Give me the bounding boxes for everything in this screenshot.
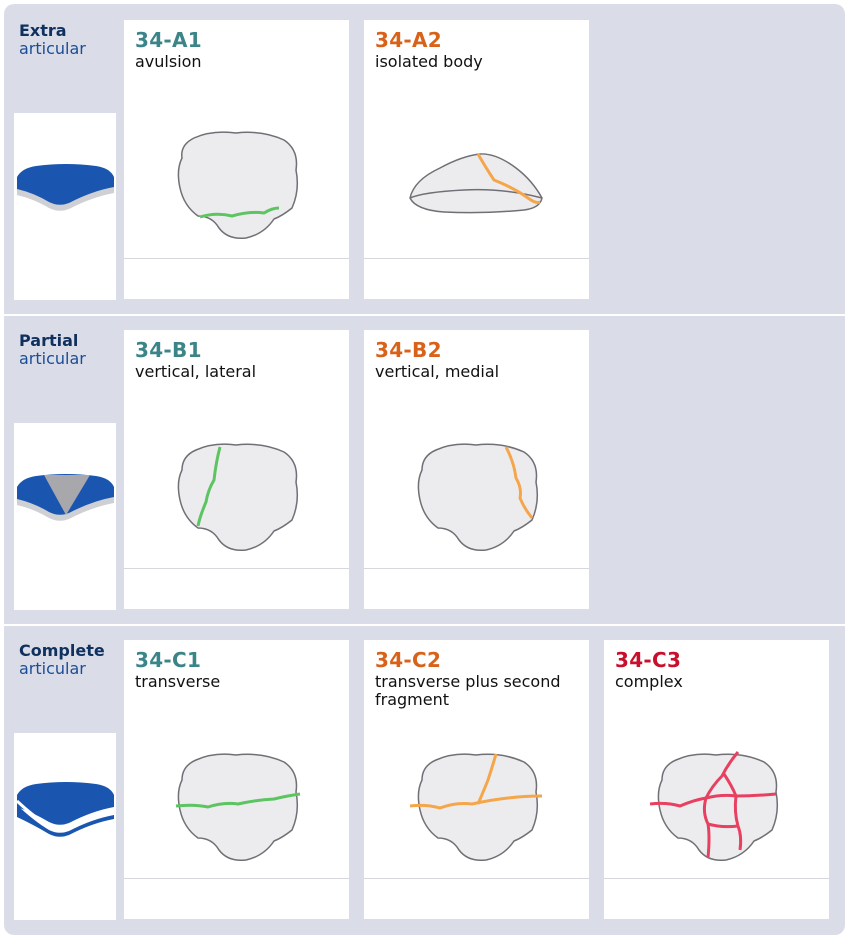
- patella-c3-illustration: [649, 751, 779, 862]
- group-c-name: Complete: [19, 641, 105, 660]
- type-code: 34-B1: [135, 338, 202, 362]
- patella-b1-illustration: [177, 443, 299, 552]
- type-code: 34-C1: [135, 648, 202, 672]
- type-card-b2[interactable]: 34-B2 vertical, medial: [364, 330, 589, 609]
- patella-a2-illustration: [409, 153, 543, 214]
- card-footer: [124, 878, 349, 879]
- section-divider: [4, 314, 845, 316]
- patella-b2-illustration: [417, 443, 539, 552]
- type-code: 34-A1: [135, 28, 203, 52]
- group-a-name: Extra: [19, 21, 67, 40]
- patella-a1-illustration: [177, 131, 299, 240]
- group-b-name: Partial: [19, 331, 79, 350]
- type-code: 34-B2: [375, 338, 442, 362]
- group-b-header: Partial articular: [19, 332, 86, 368]
- partial-articular-icon: [17, 474, 114, 521]
- type-code: 34-C3: [615, 648, 682, 672]
- group-c-sub: articular: [19, 659, 86, 678]
- group-c-header: Complete articular: [19, 642, 105, 678]
- type-card-a2[interactable]: 34-A2 isolated body: [364, 20, 589, 299]
- type-description: complex: [615, 672, 683, 691]
- type-description: transverse: [135, 672, 221, 691]
- type-description: avulsion: [135, 52, 202, 71]
- extra-articular-icon: [17, 164, 114, 211]
- card-footer: [604, 878, 829, 879]
- type-code: 34-A2: [375, 28, 443, 52]
- type-card-b1[interactable]: 34-B1 vertical, lateral: [124, 330, 349, 609]
- type-card-c2[interactable]: 34-C2 transverse plus second fragment: [364, 640, 589, 919]
- card-footer: [124, 568, 349, 569]
- type-description: transverse plus second fragment: [375, 672, 561, 709]
- group-a-sub: articular: [19, 39, 86, 58]
- card-footer: [124, 258, 349, 259]
- type-description: vertical, lateral: [135, 362, 257, 381]
- patella-c2-illustration: [409, 753, 543, 862]
- card-footer: [364, 878, 589, 879]
- type-description: isolated body: [375, 52, 483, 71]
- patella-c1-illustration: [175, 753, 301, 862]
- card-footer: [364, 258, 589, 259]
- group-b-icon: [14, 423, 116, 610]
- group-b-sub: articular: [19, 349, 86, 368]
- type-code: 34-C2: [375, 648, 442, 672]
- card-footer: [364, 568, 589, 569]
- type-card-a1[interactable]: 34-A1 avulsion: [124, 20, 349, 299]
- group-a-header: Extra articular: [19, 22, 86, 58]
- type-card-c3[interactable]: 34-C3 complex: [604, 640, 829, 919]
- type-card-c1[interactable]: 34-C1 transverse: [124, 640, 349, 919]
- group-a-icon: [14, 113, 116, 300]
- type-description: vertical, medial: [375, 362, 500, 381]
- group-c-icon: [14, 733, 116, 920]
- section-divider: [4, 624, 845, 626]
- complete-articular-icon: [15, 782, 115, 837]
